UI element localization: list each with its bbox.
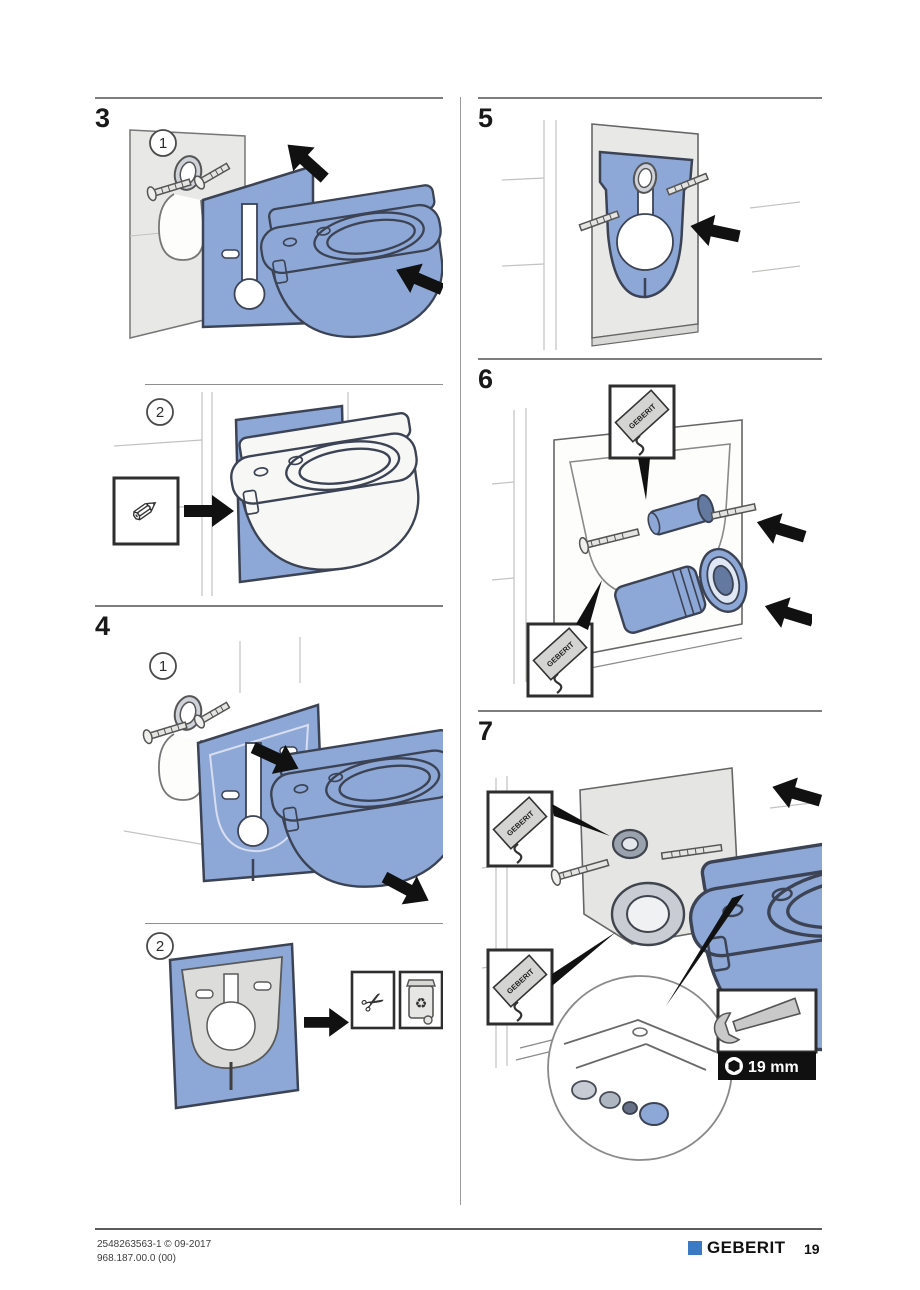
threaded-rod [193, 162, 231, 190]
pointer-wedge [666, 894, 744, 1006]
flush-pipe-connector [647, 493, 715, 536]
lubricant-sachet-box: GEBERIT [608, 384, 676, 500]
wall-lines [501, 120, 801, 350]
arrow-icon [752, 506, 810, 552]
drain-pipe-connector [614, 547, 748, 634]
mat-rod-slot [195, 989, 214, 999]
figure-step5 [501, 120, 801, 350]
arrow-icon [760, 590, 812, 636]
bowl-flange-lines [563, 1019, 717, 1071]
circled-number: 2 [146, 398, 174, 426]
figure-step7: GEBERIT GEBERIT [481, 767, 822, 1161]
figure-step6: GEBERIT [491, 384, 812, 698]
circled-number: 2 [146, 932, 174, 960]
mat-drain-cutout [233, 278, 266, 310]
flush-outlet-oval [632, 162, 658, 194]
washer [571, 1080, 597, 1100]
threaded-rod [146, 178, 192, 202]
recycle-icon: ♻ [415, 995, 428, 1011]
rule-step4 [95, 605, 443, 607]
mat-drain-cutout [206, 1001, 256, 1051]
mat-rod-slot [253, 981, 272, 991]
lubricant-squiggle [513, 843, 523, 864]
threaded-rod [665, 172, 710, 196]
mat-drain-cutout [237, 815, 269, 847]
brand-logo-text: GEBERIT [707, 1238, 786, 1257]
step3-number: 3 [95, 103, 111, 133]
brand-logo: GEBERIT [688, 1238, 785, 1258]
arrow-icon [184, 495, 234, 527]
footer-doc-id: 2548263563-1 © 09-2017 [97, 1239, 212, 1250]
lubricant-sachet-box: GEBERIT [486, 790, 610, 868]
cover-cap [639, 1102, 669, 1126]
threaded-rod [710, 503, 757, 520]
pointer-wedge [552, 932, 616, 986]
pointer-wedge [576, 580, 602, 630]
arrow-icon [767, 771, 822, 816]
lubricant-squiggle [513, 1001, 523, 1022]
threaded-rod [578, 528, 640, 555]
arrow-icon [304, 1008, 349, 1037]
substep-label: 2 [156, 404, 164, 421]
wrench-inset-box: 19 mm [713, 988, 818, 1080]
flush-seal-ring [611, 828, 649, 860]
lubricant-sachet-box: GEBERIT [486, 932, 616, 1026]
step6-number: 6 [478, 364, 494, 394]
pointer-wedge [638, 458, 650, 500]
mat-drain-cutout [616, 213, 674, 271]
threaded-rod [660, 843, 723, 860]
rule-step7 [478, 710, 822, 712]
threaded-rod [193, 701, 231, 729]
pointer-wedge [552, 804, 610, 836]
step4-number: 4 [95, 611, 111, 641]
substep-label: 2 [156, 938, 164, 955]
circled-number: 1 [149, 652, 177, 680]
threaded-rod [578, 210, 620, 232]
figure-step4-sub2: ✂ ♻ 2 [146, 932, 443, 1110]
threaded-rod [142, 721, 188, 745]
mat-rod-slot [221, 249, 240, 259]
step5-number: 5 [478, 103, 494, 133]
substep-label: 1 [159, 658, 167, 675]
rule-step4-sub [145, 923, 443, 924]
substep-label: 1 [159, 135, 167, 152]
threaded-rod [550, 858, 610, 886]
lubricant-sachet-box: GEBERIT [526, 580, 602, 698]
rule-step6 [478, 358, 822, 360]
lubricant-squiggle [553, 673, 563, 694]
recycle-bin-wheel [423, 1015, 433, 1025]
washer [599, 1091, 621, 1109]
magnifier-detail-circle [547, 894, 744, 1161]
recycle-bin-lid [406, 979, 436, 987]
rule-step5 [478, 97, 822, 99]
wall-lines [491, 408, 527, 684]
pencil-inset-box: ✏ [112, 476, 180, 546]
footer-rule [95, 1228, 822, 1230]
rule-step3-sub [145, 384, 443, 385]
bolt-hole [632, 1027, 648, 1037]
wrench-icon [713, 997, 801, 1044]
rule-step3 [95, 97, 443, 99]
drain-trap-outline [158, 193, 205, 261]
page-number: 19 [804, 1241, 820, 1257]
lubricant-squiggle [635, 435, 645, 456]
figure-step3-sub2: ✏ 2 [112, 392, 433, 596]
nut-icon-hex [728, 1060, 740, 1072]
circled-number: 1 [149, 129, 177, 157]
hex-nut [622, 1101, 638, 1115]
figure-step4-sub1: 1 [123, 637, 443, 915]
wrench-size-label: 19 mm [748, 1059, 799, 1076]
recycle-bin-inset-box: ♻ [398, 970, 443, 1030]
drain-seal-ring [610, 881, 686, 947]
footer-doc-code: 968.187.00.0 (00) [97, 1253, 176, 1264]
footer-doc-info: 2548263563-1 © 09-2017 968.187.00.0 (00) [97, 1238, 211, 1266]
brand-logo-square [688, 1241, 702, 1255]
step7-number: 7 [478, 716, 494, 746]
insulation-mat [168, 942, 300, 1110]
figure-step3-sub1: 1 [129, 129, 443, 352]
column-divider [460, 97, 461, 1205]
mat-rod-slot [221, 790, 240, 800]
scissors-inset-box: ✂ [350, 970, 396, 1030]
